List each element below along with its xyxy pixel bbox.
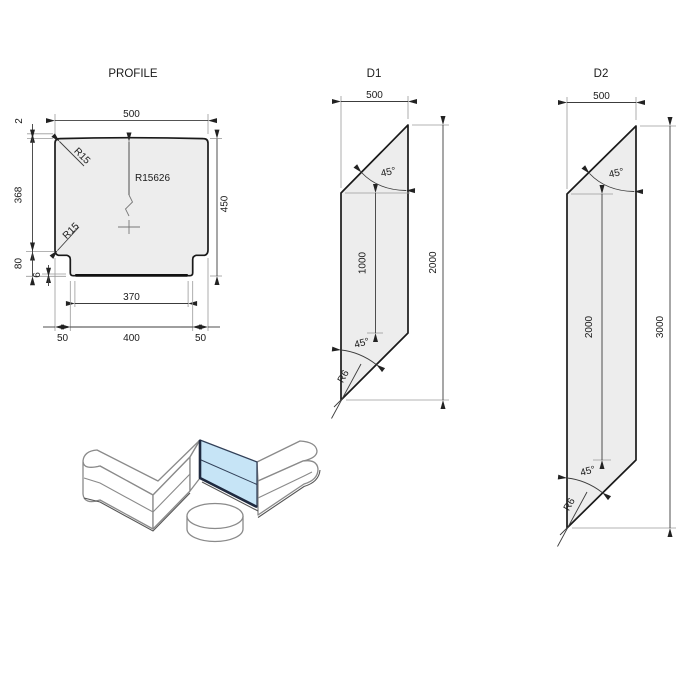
d1-title: D1 xyxy=(367,68,382,80)
highlight-panel-seam xyxy=(199,459,258,485)
profile-view: PROFILE 500 2 368 80 6 450 xyxy=(14,68,231,344)
d2-title: D2 xyxy=(594,68,609,80)
dim-d2-top-angle: 45° xyxy=(608,167,625,181)
dim-d2-straight-length: 2000 xyxy=(584,315,595,338)
dim-d2-bottom-angle: 45° xyxy=(579,464,596,479)
dim-d2-total-height: 3000 xyxy=(655,315,666,338)
bench-right-seam xyxy=(257,471,313,499)
d2-view: D2 500 3000 2000 45° 45° R6 xyxy=(557,68,676,547)
highlight-panel xyxy=(199,439,258,508)
dim-profile-lower-height: 80 xyxy=(14,258,25,270)
dim-d1-top-angle: 45° xyxy=(380,166,397,180)
dim-d1-width: 500 xyxy=(366,90,383,101)
radius-callout-top-arc: R15626 xyxy=(135,173,170,184)
pouf-top xyxy=(186,502,244,530)
dim-d1-straight-length: 1000 xyxy=(358,251,369,274)
dim-profile-width: 500 xyxy=(123,109,140,120)
dim-profile-arch-rise: 2 xyxy=(14,118,25,124)
profile-title: PROFILE xyxy=(108,68,158,80)
d2-outline xyxy=(566,125,637,529)
dim-d1-bottom-angle: 45° xyxy=(353,336,370,351)
bench-right-baseline xyxy=(257,469,321,518)
panel-baseline xyxy=(201,481,259,512)
dim-profile-bottom-right: 50 xyxy=(195,333,207,344)
dim-profile-plate-width: 370 xyxy=(123,292,140,303)
dim-profile-bottom-center: 400 xyxy=(123,333,140,344)
dim-d2-width: 500 xyxy=(593,91,610,102)
bench-left-seam xyxy=(83,473,191,513)
bench-right-face xyxy=(257,460,319,516)
dim-profile-total-height: 450 xyxy=(220,195,231,212)
d1-view: D1 500 2000 1000 45° 45° R6 xyxy=(331,68,449,419)
d1-outline xyxy=(340,124,409,401)
profile-base-plate xyxy=(74,274,189,277)
dim-d1-total-height: 2000 xyxy=(428,251,439,274)
highlight-panel-edge xyxy=(198,440,258,509)
dim-profile-upper-height: 368 xyxy=(14,186,25,203)
isometric-illustration xyxy=(82,439,321,543)
dim-profile-plate-thickness: 6 xyxy=(32,272,43,278)
bench-left-baseline xyxy=(83,492,191,532)
dim-profile-bottom-left: 50 xyxy=(57,333,69,344)
